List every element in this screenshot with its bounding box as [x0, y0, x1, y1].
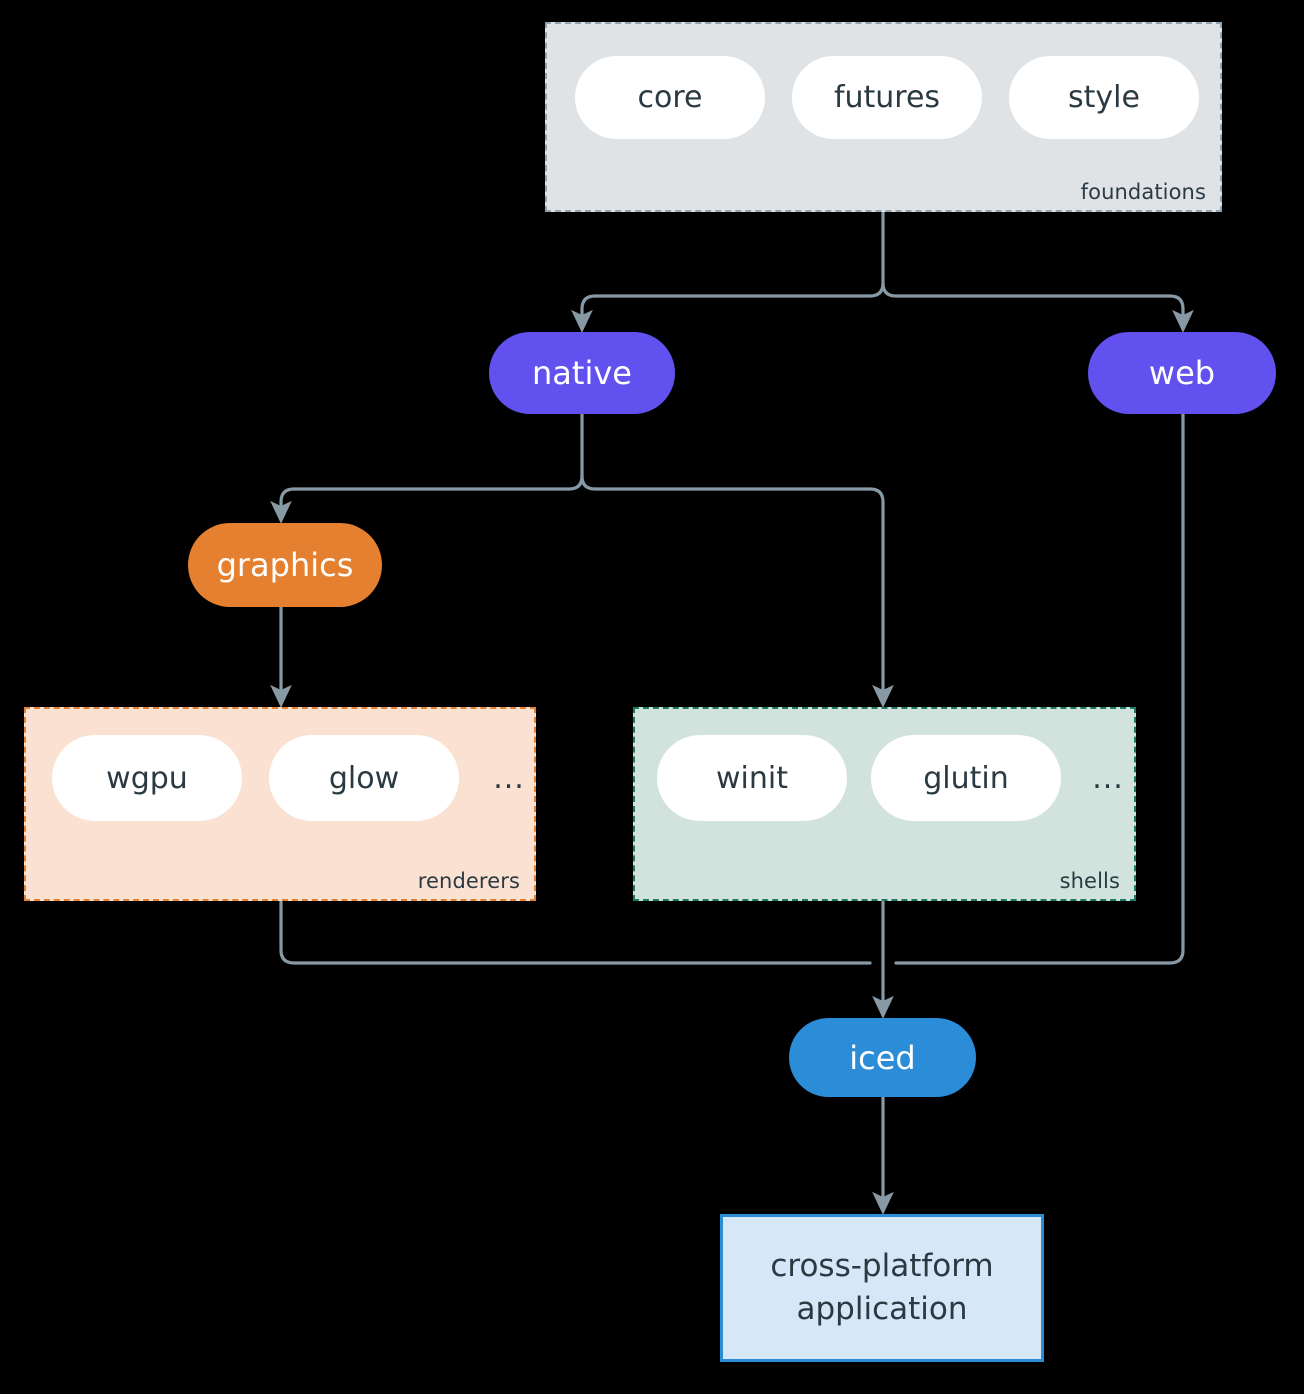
foundations-items: core futures style — [575, 56, 1199, 139]
edge-native-to-shells — [580, 474, 894, 708]
edge-native-to-graphics — [270, 474, 584, 524]
shells-items: winit glutin ... — [657, 735, 1131, 821]
group-foundations: core futures style foundations — [545, 22, 1222, 212]
module-futures[interactable]: futures — [792, 56, 982, 139]
node-cross-platform-application[interactable]: cross-platform application — [720, 1214, 1044, 1362]
group-label-foundations: foundations — [1080, 180, 1206, 204]
module-winit[interactable]: winit — [657, 735, 847, 821]
application-label-line2: application — [796, 1291, 968, 1327]
group-label-shells: shells — [1059, 869, 1120, 893]
edge-renderers-to-iced — [279, 899, 872, 965]
module-glutin[interactable]: glutin — [871, 735, 1061, 821]
group-renderers: wgpu glow ... renderers — [24, 707, 536, 901]
edge-foundations-to-web — [881, 281, 1194, 333]
edge-web-to-iced — [894, 412, 1185, 965]
module-wgpu[interactable]: wgpu — [52, 735, 242, 821]
module-style[interactable]: style — [1009, 56, 1199, 139]
node-graphics[interactable]: graphics — [188, 523, 382, 607]
module-glow[interactable]: glow — [269, 735, 459, 821]
application-label-line1: cross-platform — [770, 1248, 994, 1285]
group-shells: winit glutin ... shells — [633, 707, 1136, 901]
module-core[interactable]: core — [575, 56, 765, 139]
group-label-renderers: renderers — [417, 869, 520, 893]
renderers-items: wgpu glow ... — [52, 735, 532, 821]
renderers-overflow-ellipsis: ... — [493, 760, 525, 796]
node-native[interactable]: native — [489, 332, 675, 414]
edge-foundations-to-native — [571, 281, 885, 333]
node-iced[interactable]: iced — [789, 1018, 976, 1097]
shells-overflow-ellipsis: ... — [1092, 760, 1124, 796]
node-web[interactable]: web — [1088, 332, 1276, 414]
